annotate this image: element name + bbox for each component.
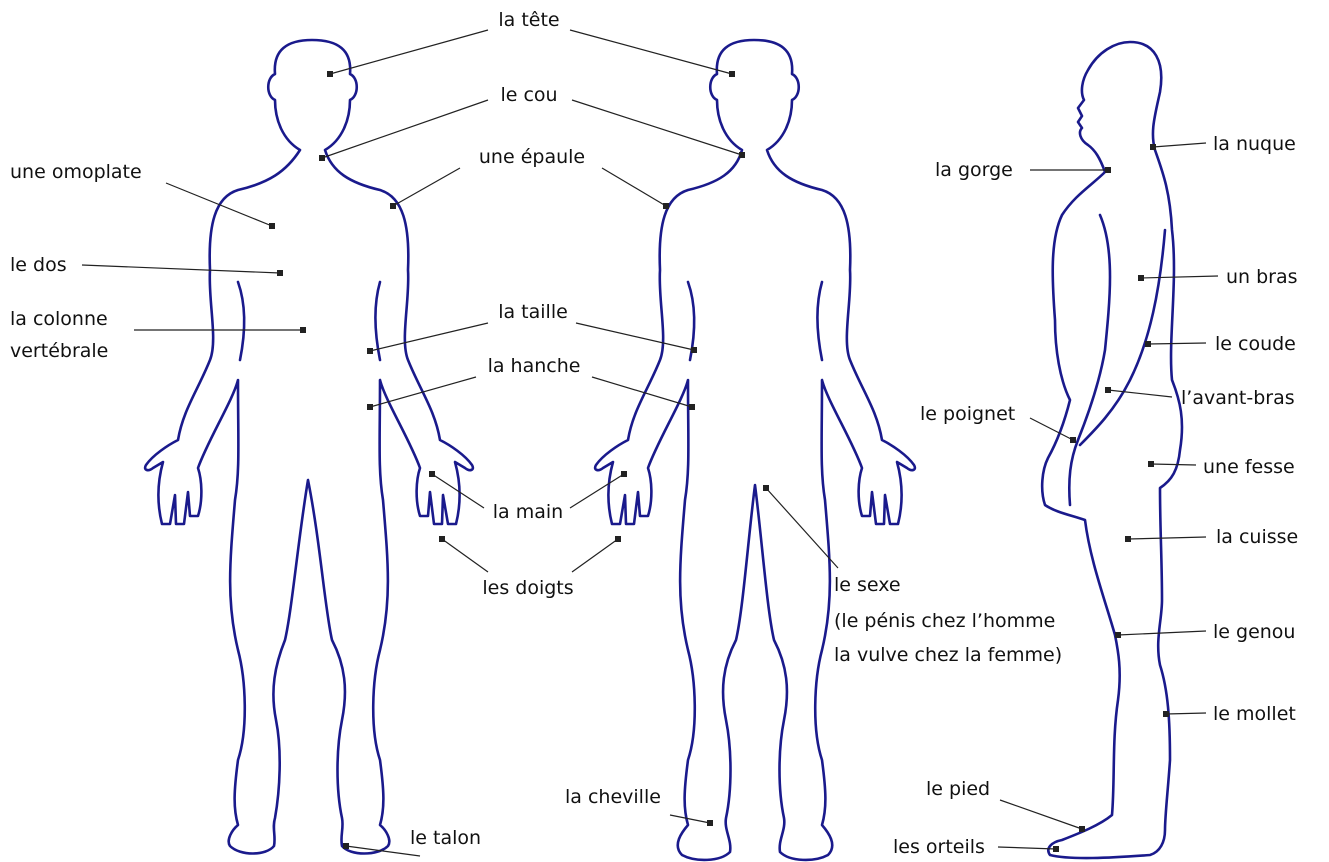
label-epaule: une épaule [479,146,585,168]
leader-bras [1141,276,1218,278]
figure-back-view [145,40,473,854]
leader-coude [1148,343,1206,344]
label-cheville: la cheville [565,786,661,808]
label-dos: le dos [10,254,67,276]
label-omoplate: une omoplate [10,161,142,183]
label-gorge: la gorge [935,159,1013,181]
label-coude: le coude [1215,333,1296,355]
leader-epaule-front [602,168,666,206]
label-doigts: les doigts [482,577,573,599]
endpoint-markers [269,71,1169,852]
leader-talon [346,846,420,856]
label-talon: le talon [410,827,481,849]
leader-tete-front [570,30,732,74]
label-taille: la taille [498,301,568,323]
leader-main-front [570,474,624,508]
label-fesse: une fesse [1203,456,1295,478]
label-avant-bras: l’avant-bras [1181,387,1295,409]
labels: la tête le cou une omoplate une épaule l… [10,9,1298,858]
leader-genou [1118,631,1206,635]
leader-hanche-front [592,377,692,407]
leader-poignet [1030,418,1073,440]
label-hanche: la hanche [488,355,581,377]
leader-orteils [998,847,1056,849]
label-pied: le pied [926,778,990,800]
leader-taille-front [576,323,694,350]
leader-cou-back [322,100,488,158]
label-sexe-line2: (le pénis chez l’homme [834,610,1055,632]
label-orteils: les orteils [893,836,985,858]
label-colonne-line2: vertébrale [10,340,108,362]
leader-doigts-front [572,539,618,572]
leader-taille-back [370,323,488,351]
leader-cheville [670,815,710,823]
label-cuisse: la cuisse [1216,526,1298,548]
leader-epaule-back [393,168,460,206]
figure-front-view [595,40,915,860]
leader-hanche-back [370,377,476,407]
leader-cuisse [1128,537,1206,539]
figure-side-view [1042,42,1182,858]
leader-doigts-back [442,539,488,572]
label-poignet: le poignet [920,403,1015,425]
label-genou: le genou [1213,621,1295,643]
label-sexe-line1: le sexe [834,574,901,596]
label-cou: le cou [500,84,557,106]
leader-tete-back [330,30,488,74]
label-main: la main [493,501,563,523]
label-sexe-line3: la vulve chez la femme) [834,644,1062,666]
leader-lines [82,30,1218,856]
leader-mollet [1166,713,1206,714]
leader-fesse [1151,464,1196,465]
label-nuque: la nuque [1213,133,1296,155]
label-bras: un bras [1226,266,1298,288]
leader-dos [82,265,280,273]
leader-avant-bras [1108,390,1172,397]
leader-nuque [1153,143,1206,147]
label-mollet: le mollet [1213,703,1296,725]
label-tete: la tête [498,9,559,31]
leader-omoplate [166,183,272,226]
label-colonne-line1: la colonne [10,308,108,330]
leader-pied [1000,800,1082,829]
